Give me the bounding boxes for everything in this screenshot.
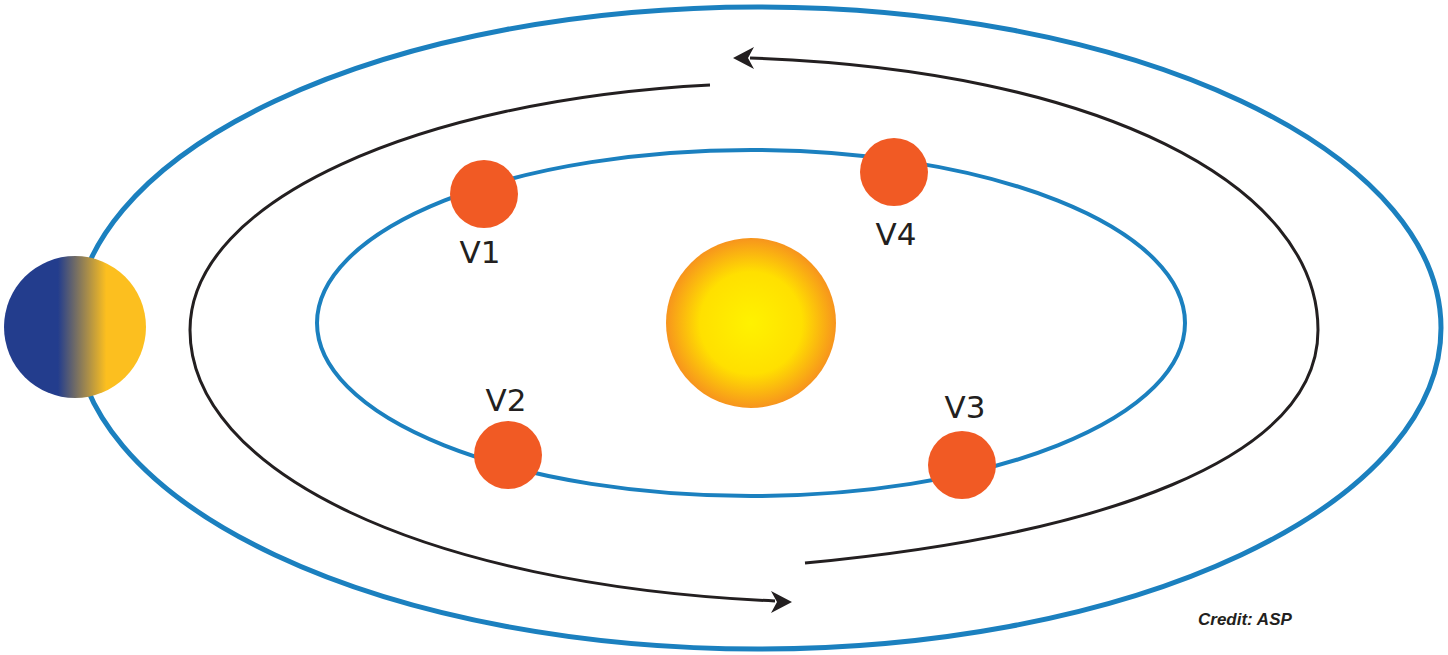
- venus: [474, 421, 542, 489]
- credit-note: Credit: ASP: [1198, 610, 1292, 630]
- direction-arrow: [750, 58, 1318, 563]
- earth: [4, 256, 146, 398]
- venus: [450, 160, 518, 228]
- arrow-head: [733, 47, 754, 69]
- arrow-head: [771, 591, 792, 613]
- venus: [860, 138, 928, 206]
- position-label: V4: [876, 216, 917, 252]
- position-label: V1: [460, 234, 501, 270]
- earth-orbit: [75, 7, 1441, 649]
- venus: [928, 431, 996, 499]
- position-label: V3: [945, 389, 986, 425]
- sun: [666, 238, 836, 408]
- venus-orbit: [317, 150, 1185, 496]
- position-label: V2: [486, 382, 527, 418]
